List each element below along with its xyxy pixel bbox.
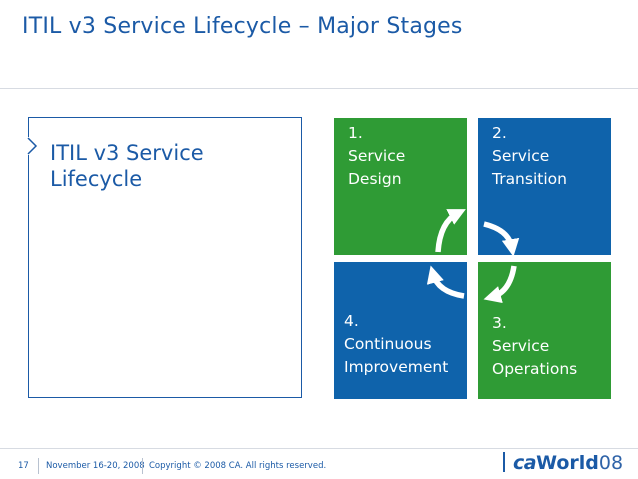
stage-label: Improvement <box>344 358 449 376</box>
page-number: 17 <box>18 461 29 471</box>
chevron-right-icon <box>26 137 38 155</box>
footer-separator <box>142 458 143 474</box>
stage-number: 3. <box>492 314 507 332</box>
stage-service-operations: 3. Service Operations <box>478 262 611 399</box>
stage-continuous-improvement: 4. Continuous Improvement <box>334 262 467 399</box>
footer-separator <box>38 458 39 474</box>
stage-label: Transition <box>492 170 567 188</box>
stage-label: Design <box>348 170 402 188</box>
slide-title: ITIL v3 Service Lifecycle – Major Stages <box>22 14 463 39</box>
lifecycle-label-line: Lifecycle <box>50 167 143 191</box>
stage-label: Continuous <box>344 335 432 353</box>
logo-world: World <box>536 452 599 474</box>
stage-label: Service <box>492 147 550 165</box>
logo-bar <box>503 452 505 472</box>
caworld-logo: caWorld08 <box>503 452 623 476</box>
lifecycle-label: ITIL v3 Service Lifecycle <box>50 140 290 192</box>
stage-label: Service <box>492 337 550 355</box>
title-divider <box>0 88 638 89</box>
footer-copyright: Copyright © 2008 CA. All rights reserved… <box>149 461 327 471</box>
logo-ca: ca <box>513 452 537 474</box>
stage-number: 1. <box>348 124 363 142</box>
lifecycle-frame <box>28 117 302 398</box>
footer-date: November 16-20, 2008 <box>46 461 145 471</box>
stage-number: 2. <box>492 124 507 142</box>
stage-service-transition: 2. Service Transition <box>478 118 611 255</box>
logo-year: 08 <box>598 452 624 474</box>
stage-service-design: 1. Service Design <box>334 118 467 255</box>
lifecycle-label-line: ITIL v3 Service <box>50 141 204 165</box>
stage-label: Service <box>348 147 406 165</box>
stage-number: 4. <box>344 312 359 330</box>
stage-label: Operations <box>492 360 578 378</box>
footer-divider <box>0 448 638 449</box>
